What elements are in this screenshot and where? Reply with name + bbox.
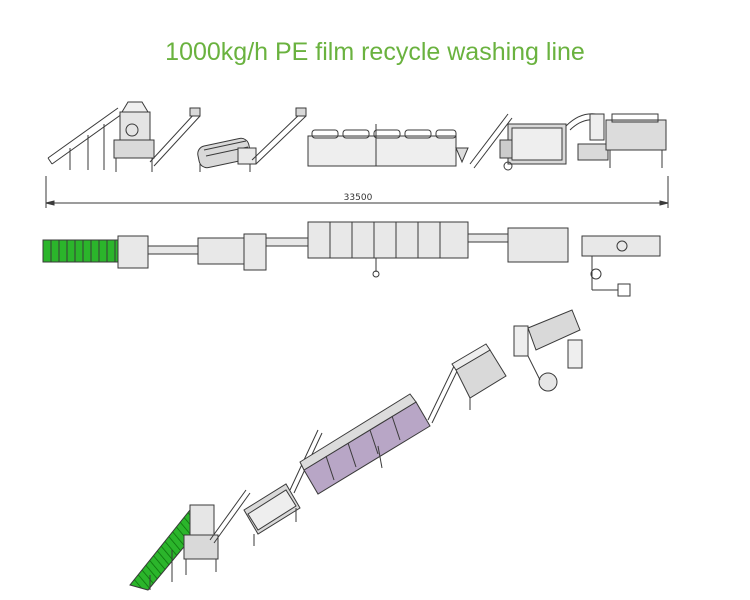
plan-floating-tank [307, 221, 469, 259]
plan-screw-loader-3 [467, 233, 509, 243]
iso-dewatering-machine [451, 343, 507, 410]
iso-shredder [183, 504, 219, 575]
plan-shredder [117, 235, 149, 269]
iso-screw-loader-1 [209, 489, 247, 541]
plan-screw-loader-2 [265, 237, 309, 247]
side-elevation-view [45, 101, 669, 208]
iso-screw-loader-3 [427, 361, 457, 421]
plan-dewatering-machine [507, 227, 569, 263]
page-title: 1000kg/h PE film recycle washing line [165, 38, 585, 66]
iso-friction-washer [243, 483, 301, 546]
side-shredder [113, 101, 155, 172]
plan-screw-loader-1 [147, 245, 199, 255]
side-floating-tank [307, 124, 469, 167]
side-storage-silo [605, 113, 667, 168]
side-dewatering-machine [499, 123, 567, 171]
side-screw-loader-2 [251, 107, 307, 165]
overall-length-label: 33500 [344, 193, 373, 203]
isometric-view [129, 309, 583, 591]
plan-friction-washer [197, 237, 245, 265]
side-screw-loader-3 [469, 113, 513, 169]
plan-storage-silo [581, 235, 661, 257]
iso-dryer-silo [513, 309, 583, 392]
side-dryer-cyclone [565, 113, 609, 161]
plan-washer-motor [243, 233, 267, 271]
iso-floating-tank [299, 393, 431, 495]
overall-dimension [45, 176, 669, 208]
top-plan-view [42, 221, 661, 297]
side-screw-loader-1 [149, 107, 201, 167]
plan-belt-conveyor [42, 239, 120, 263]
side-friction-washer [197, 137, 257, 172]
side-belt-conveyor [47, 107, 123, 170]
